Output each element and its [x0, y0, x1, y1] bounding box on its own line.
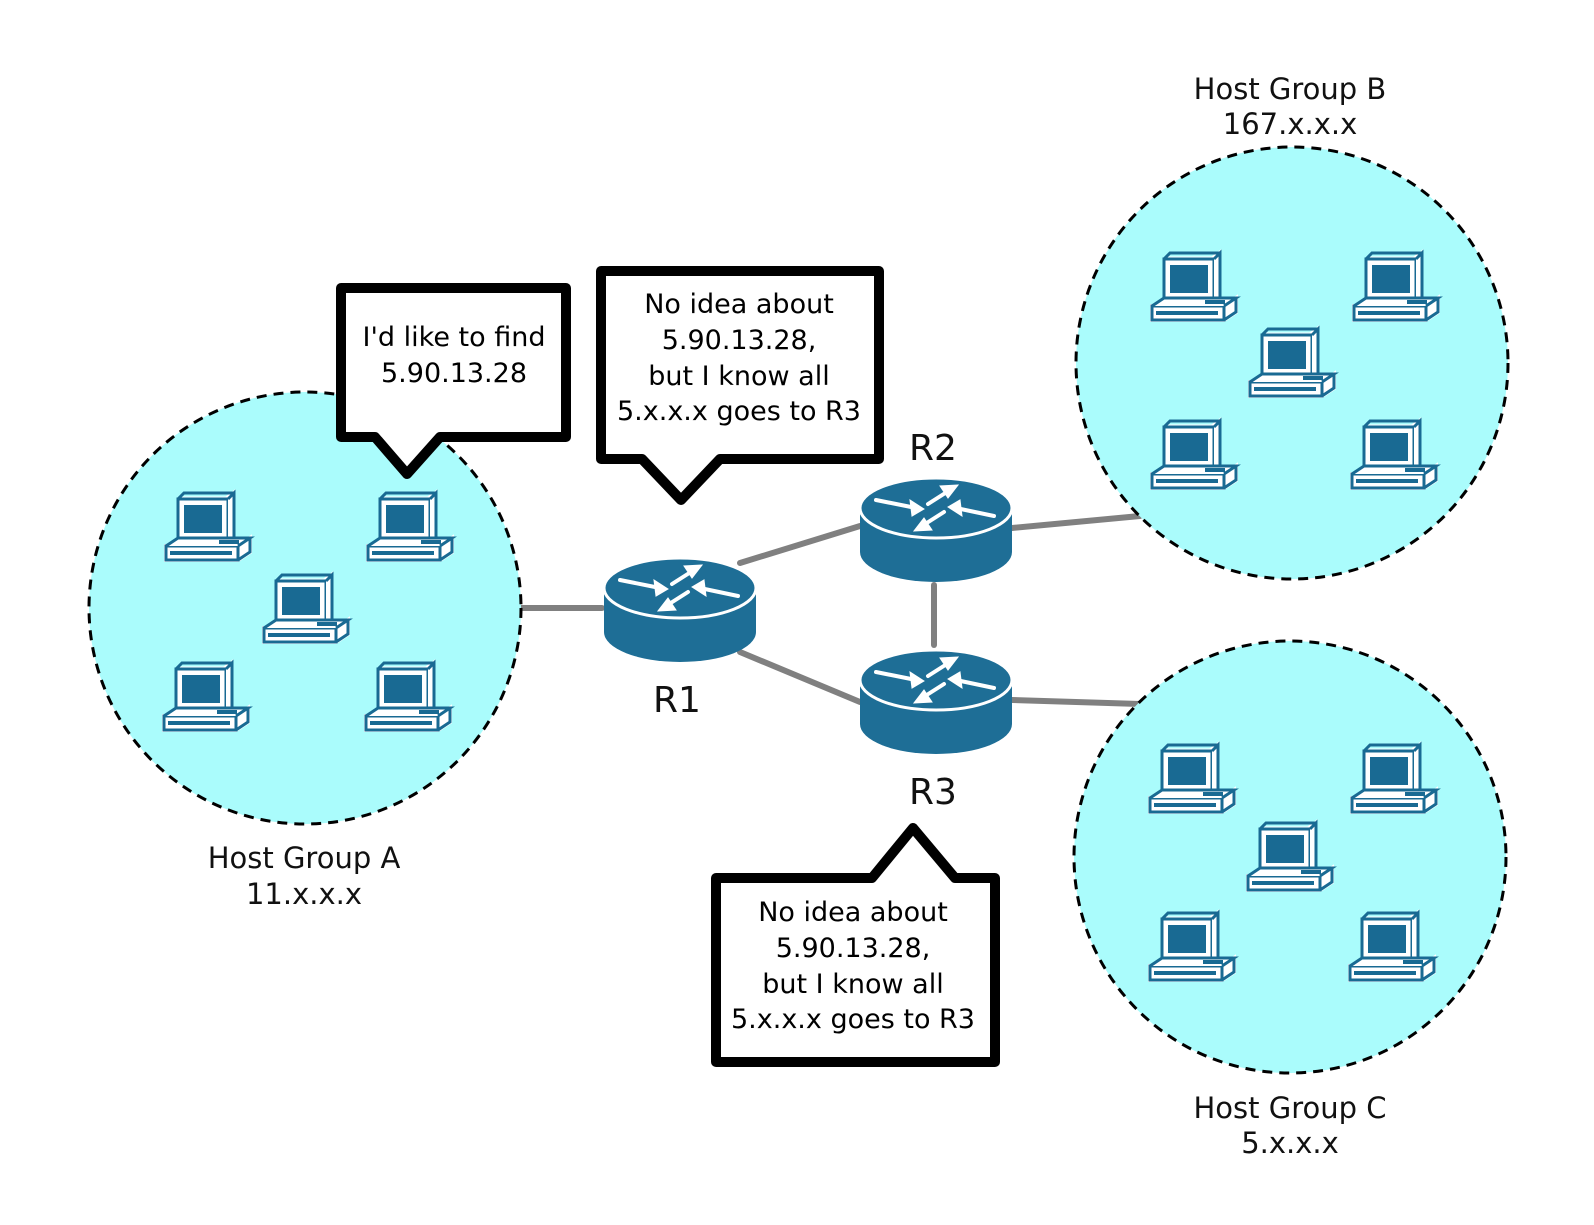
- router-r2-icon: [858, 476, 1014, 584]
- callout-r1-line-4: 5.x.x.x goes to R3: [617, 396, 861, 427]
- link-r1-r3: [737, 649, 863, 705]
- router-r3-icon: [858, 648, 1014, 756]
- host-group-a-label: Host Group A 11.x.x.x: [208, 841, 401, 911]
- callout-r1-line-3: but I know all: [648, 361, 829, 392]
- callout-r3-line-4: 5.x.x.x goes to R3: [731, 1004, 975, 1035]
- callout-r3: No idea about 5.90.13.28, but I know all…: [711, 823, 1000, 1067]
- host-group-b-label: Host Group B 167.x.x.x: [1194, 72, 1387, 141]
- callout-host-line-2: 5.90.13.28: [381, 358, 527, 389]
- host-group-c-label: Host Group C 5.x.x.x: [1193, 1091, 1386, 1160]
- host-group-b-network: 167.x.x.x: [1223, 107, 1358, 141]
- router-r2-label: R2: [909, 428, 957, 469]
- link-r3-c: [1009, 697, 1143, 707]
- link-r1-r2: [737, 523, 863, 566]
- callout-host: I'd like to find 5.90.13.28: [336, 283, 571, 479]
- host-group-c-network: 5.x.x.x: [1241, 1126, 1339, 1160]
- callout-r1-line-2: 5.90.13.28,: [662, 325, 817, 356]
- router-r1-icon: [602, 556, 758, 664]
- links: [517, 513, 1143, 707]
- router-r3-label: R3: [909, 772, 957, 813]
- host-group-c-name: Host Group C: [1193, 1091, 1386, 1125]
- host-group-b-name: Host Group B: [1194, 72, 1387, 106]
- callout-r3-line-2: 5.90.13.28,: [776, 933, 931, 964]
- host-group-a-name: Host Group A: [208, 841, 401, 875]
- callout-r1: No idea about 5.90.13.28, but I know all…: [596, 266, 884, 505]
- callout-r3-line-1: No idea about: [758, 897, 948, 928]
- callout-r1-line-1: No idea about: [644, 289, 834, 320]
- callout-host-line-1: I'd like to find: [363, 322, 546, 353]
- callout-r3-line-3: but I know all: [762, 969, 943, 1000]
- host-group-a-network: 11.x.x.x: [246, 877, 362, 911]
- router-r1-label: R1: [653, 680, 701, 721]
- link-r2-b: [1009, 513, 1143, 531]
